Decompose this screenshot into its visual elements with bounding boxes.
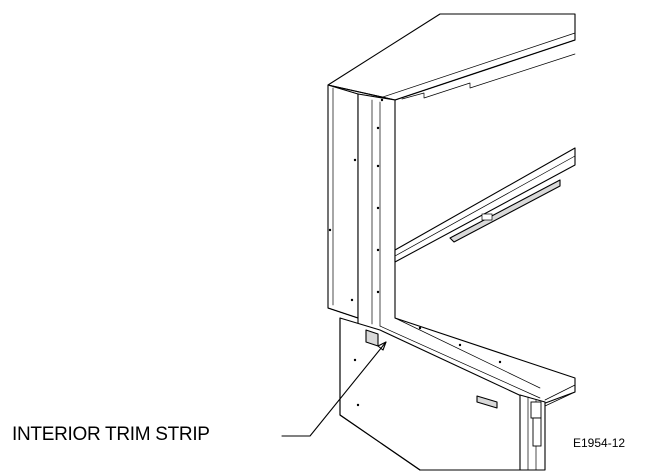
upper-shelf-rail	[394, 147, 576, 263]
screw-holes	[328, 98, 502, 407]
figure-id: E1954-12	[573, 436, 626, 450]
callout-label-interior-trim-strip: INTERIOR TRIM STRIP	[12, 424, 210, 445]
cabinet-top-panel	[327, 13, 576, 101]
cabinet-lower-body	[339, 317, 531, 471]
lower-right-bracket	[519, 384, 576, 471]
cabinet-left-side-panel	[327, 84, 359, 319]
callout-leader	[281, 341, 387, 437]
